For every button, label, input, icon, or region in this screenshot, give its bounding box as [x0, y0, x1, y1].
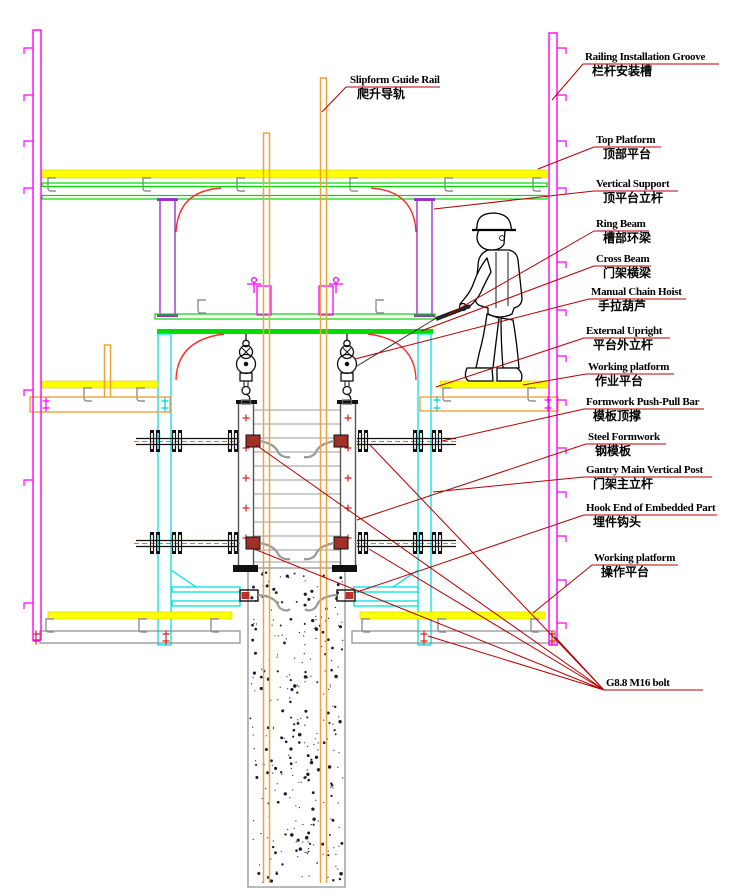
label-hook-end-embedded-part: Hook End of Embedded Part 埋件钩头	[586, 502, 716, 529]
worker-hard-hat	[475, 212, 513, 231]
label-vertical-support: Vertical Support 顶平台立杆	[596, 178, 670, 205]
label-working-platform-lower: Working platform 操作平台	[594, 552, 675, 579]
label-zh: 模板顶撑	[593, 409, 642, 423]
ring-beam	[154, 276, 436, 381]
label-en: Railing Installation Groove	[585, 51, 706, 63]
label-cross-beam: Cross Beam 门架横梁	[596, 253, 651, 280]
label-en: Hook End of Embedded Part	[586, 502, 716, 514]
callout-leaders	[321, 63, 595, 614]
worker-vest-lines	[495, 252, 509, 308]
callout-zh: 爬升导轨	[357, 87, 406, 101]
label-zh: 作业平台	[595, 374, 644, 388]
label-steel-formwork: Steel Formwork 钢模板	[588, 431, 660, 458]
label-zh: 钢模板	[595, 444, 632, 458]
label-zh: 槽部环梁	[603, 231, 652, 245]
label-en: Ring Beam	[596, 218, 646, 230]
corner-brace	[370, 187, 417, 233]
concrete-column	[247, 567, 346, 888]
formwork-push-pull-bars	[134, 429, 458, 561]
label-formwork-push-pull-bar: Formwork Push-Pull Bar 模板顶撑	[586, 396, 699, 423]
rail-clamp	[247, 276, 272, 316]
manual-chain-hoists	[235, 316, 439, 405]
label-en: Cross Beam	[596, 253, 650, 265]
label-top-platform: Top Platform 顶部平台	[596, 134, 656, 161]
label-zh: 顶平台立杆	[603, 191, 664, 205]
formwork-hooks	[259, 439, 335, 561]
worker-front-boot	[464, 367, 494, 382]
label-underlines	[346, 63, 719, 691]
rail-clamp	[318, 276, 343, 316]
frame-diagonal	[170, 569, 197, 588]
label-working-platform-upper: Working platform 作业平台	[588, 361, 669, 388]
worker-head	[476, 229, 506, 251]
leader-lines	[253, 63, 719, 691]
label-en: Steel Formwork	[588, 431, 660, 443]
label-en: External Upright	[586, 325, 663, 337]
label-en: G8.8 M16 bolt	[606, 677, 670, 689]
top-vertical-supports	[157, 187, 435, 317]
label-zh: 操作平台	[601, 565, 650, 579]
worker-figure	[435, 212, 523, 382]
label-ring-beam: Ring Beam 槽部环梁	[596, 218, 651, 245]
worker-back-leg	[500, 317, 520, 369]
guide-rail-short	[103, 344, 112, 398]
bottom-platform-right	[351, 611, 557, 646]
label-zh: 顶部平台	[603, 147, 652, 161]
pull-chain	[356, 316, 439, 367]
bolt-leader-fan	[253, 444, 605, 691]
label-zh: 手拉葫芦	[598, 299, 647, 313]
label-zh: 平台外立杆	[593, 338, 654, 352]
label-en: Vertical Support	[596, 178, 670, 190]
right-railing-rail	[548, 32, 567, 646]
label-manual-chain-hoist: Manual Chain Hoist 手拉葫芦	[591, 286, 682, 313]
label-en: Working platform	[588, 361, 670, 373]
rail-groove-hooks	[557, 47, 567, 629]
callout-slipform-guide-rail: Slipform Guide Rail 爬升导轨	[350, 74, 440, 101]
corner-brace	[175, 187, 222, 233]
label-zh: 门架主立杆	[593, 477, 654, 491]
slipform-guide-rails	[103, 77, 328, 883]
embedded-hooks	[239, 589, 356, 612]
label-zh: 栏杆安装槽	[592, 64, 653, 78]
guide-rail-right	[319, 77, 328, 883]
guide-rail-left	[262, 132, 271, 883]
label-g88-m16-bolt: G8.8 M16 bolt	[606, 677, 670, 689]
left-railing-rail	[23, 29, 42, 641]
label-en: Gantry Main Vertical Post	[586, 464, 703, 476]
worker-back-boot	[496, 367, 523, 382]
label-en: Top Platform	[596, 134, 656, 146]
rail-groove-hooks	[23, 47, 33, 609]
label-railing-installation-groove: Railing Installation Groove 栏杆安装槽	[585, 51, 705, 78]
callout-en: Slipform Guide Rail	[350, 74, 440, 86]
label-en: Manual Chain Hoist	[591, 286, 682, 298]
worker-ear	[499, 235, 505, 241]
label-zh: 门架横梁	[603, 266, 652, 280]
top-platform	[41, 169, 548, 200]
label-gantry-main-vertical-post: Gantry Main Vertical Post 门架主立杆	[586, 464, 703, 491]
label-zh: 埋件钩头	[593, 515, 642, 529]
label-en: Working platform	[594, 552, 676, 564]
label-external-upright: External Upright 平台外立杆	[586, 325, 662, 352]
worker-front-leg	[475, 313, 500, 369]
label-en: Formwork Push-Pull Bar	[586, 396, 700, 408]
bottom-platform-left	[31, 611, 241, 646]
mid-platform-left	[29, 380, 171, 413]
